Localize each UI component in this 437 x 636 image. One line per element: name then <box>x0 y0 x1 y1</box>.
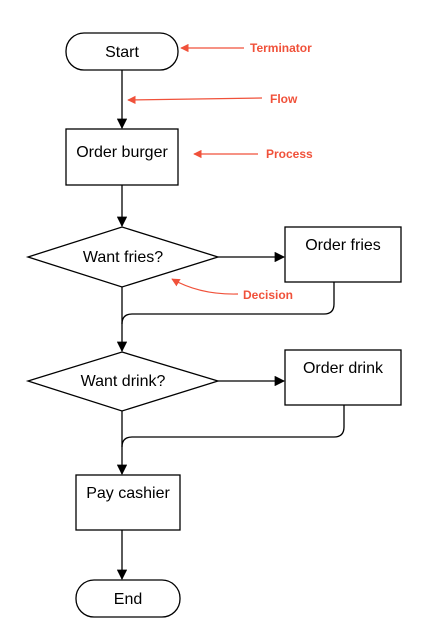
flow-annotation-label: Flow <box>270 92 298 106</box>
want-fries-label: Want fries? <box>83 249 163 266</box>
process-annotation: Process <box>193 147 313 161</box>
pay-cashier-label: Pay cashier <box>86 485 170 502</box>
order-drink-process: Order drink <box>284 349 402 406</box>
terminator-annotation-label: Terminator <box>250 41 312 55</box>
decision-annotation: Decision <box>171 278 293 302</box>
start-terminator: Start <box>65 32 179 71</box>
flow-order-drink-return <box>121 405 345 448</box>
order-fries-process: Order fries <box>284 226 402 283</box>
order-burger-process: Order burger <box>65 128 179 186</box>
pay-cashier-process: Pay cashier <box>75 474 181 531</box>
want-drink-label: Want drink? <box>81 373 166 390</box>
end-terminator: End <box>75 579 181 618</box>
decision-annotation-label: Decision <box>243 288 293 302</box>
flow-order-fries-return <box>121 282 335 325</box>
want-fries-decision: Want fries? <box>25 226 221 288</box>
start-label: Start <box>105 44 139 61</box>
process-annotation-label: Process <box>266 147 313 161</box>
order-drink-label: Order drink <box>303 360 384 377</box>
order-fries-label: Order fries <box>305 237 381 254</box>
flow-annotation: Flow <box>127 92 298 106</box>
terminator-annotation: Terminator <box>180 41 312 55</box>
order-burger-label: Order burger <box>76 144 168 161</box>
end-label: End <box>114 591 142 608</box>
want-drink-decision: Want drink? <box>25 351 221 412</box>
